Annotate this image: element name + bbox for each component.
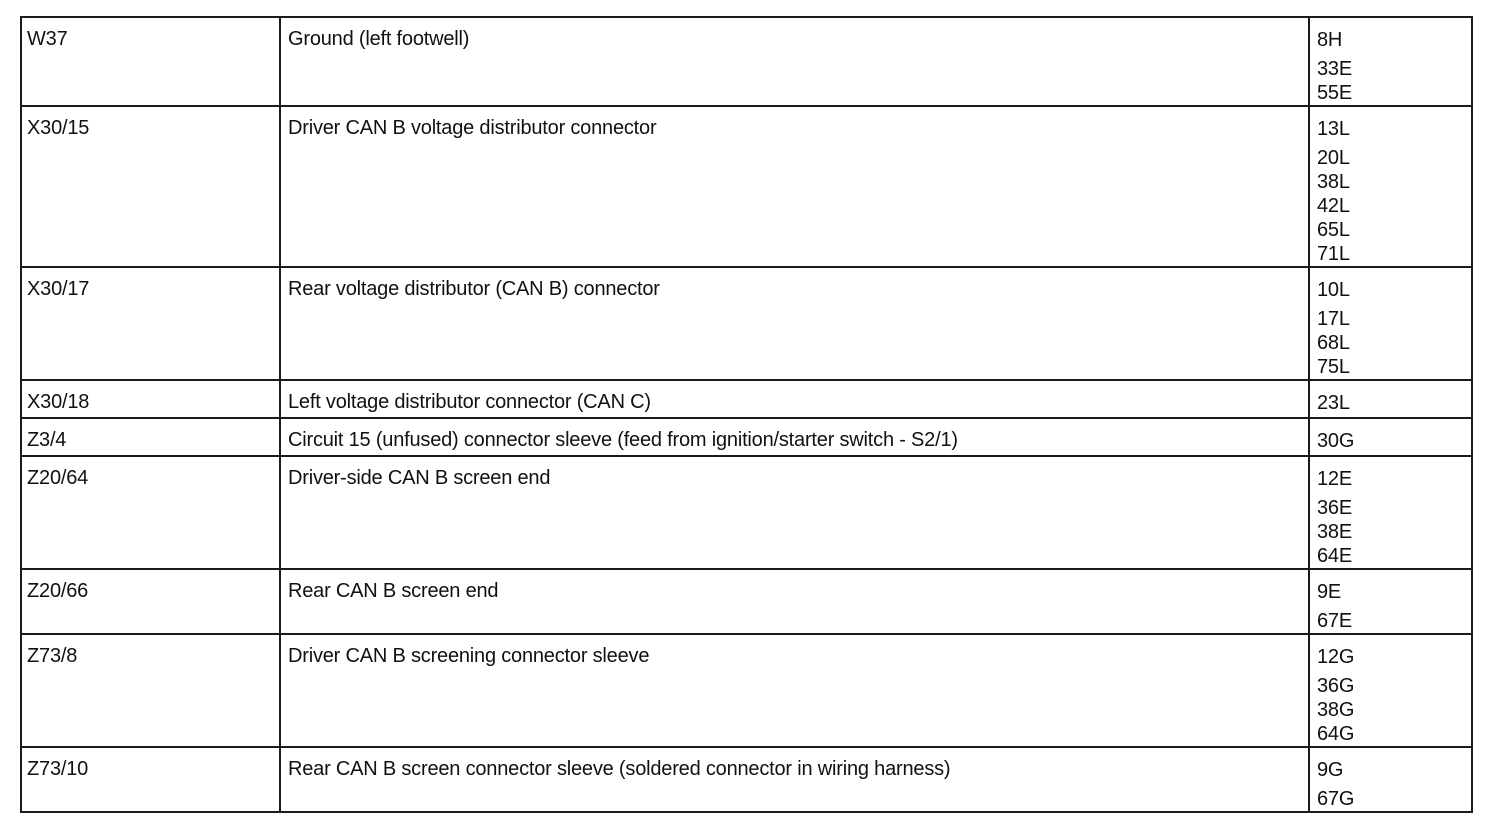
- grid-reference: 8H: [1317, 29, 1343, 51]
- grid-reference: 75L: [1317, 356, 1350, 378]
- grid-reference: 12E: [1317, 468, 1352, 490]
- component-code: Z73/8: [20, 633, 281, 748]
- grid-reference: 64E: [1317, 545, 1352, 567]
- component-description: Left voltage distributor connector (CAN …: [279, 379, 1310, 419]
- component-description: Circuit 15 (unfused) connector sleeve (f…: [279, 417, 1310, 457]
- grid-reference: 13L: [1317, 118, 1350, 140]
- grid-reference: 64G: [1317, 723, 1355, 745]
- component-description: Rear voltage distributor (CAN B) connect…: [279, 266, 1310, 381]
- grid-reference: 12G: [1317, 646, 1355, 668]
- component-code: X30/15: [20, 105, 281, 268]
- component-code: Z20/64: [20, 455, 281, 570]
- component-description: Driver CAN B screening connector sleeve: [279, 633, 1310, 748]
- grid-reference: 30G: [1317, 430, 1355, 452]
- grid-reference: 67G: [1317, 788, 1355, 810]
- grid-reference: 36E: [1317, 497, 1352, 519]
- grid-reference: 9E: [1317, 581, 1342, 603]
- grid-reference: 9G: [1317, 759, 1344, 781]
- component-description: Rear CAN B screen end: [279, 568, 1310, 635]
- grid-reference: 38E: [1317, 521, 1352, 543]
- grid-reference: 33E: [1317, 58, 1352, 80]
- grid-reference: 38G: [1317, 699, 1355, 721]
- grid-reference: 36G: [1317, 675, 1355, 697]
- grid-reference: 71L: [1317, 243, 1350, 265]
- component-description: Rear CAN B screen connector sleeve (sold…: [279, 746, 1310, 813]
- grid-reference: 68L: [1317, 332, 1350, 354]
- grid-reference: 42L: [1317, 195, 1350, 217]
- component-code: Z20/66: [20, 568, 281, 635]
- grid-reference: 38L: [1317, 171, 1350, 193]
- grid-references: 23L: [1308, 379, 1473, 419]
- grid-reference: 67E: [1317, 610, 1352, 632]
- component-description: Ground (left footwell): [279, 16, 1310, 107]
- component-code: Z3/4: [20, 417, 281, 457]
- grid-reference: 65L: [1317, 219, 1350, 241]
- grid-reference: 17L: [1317, 308, 1350, 330]
- grid-reference: 23L: [1317, 392, 1350, 414]
- component-description: Driver-side CAN B screen end: [279, 455, 1310, 570]
- grid-reference: 20L: [1317, 147, 1350, 169]
- component-description: Driver CAN B voltage distributor connect…: [279, 105, 1310, 268]
- component-code: Z73/10: [20, 746, 281, 813]
- grid-references: 30G: [1308, 417, 1473, 457]
- grid-reference: 10L: [1317, 279, 1350, 301]
- grid-reference: 55E: [1317, 82, 1352, 104]
- component-code: X30/17: [20, 266, 281, 381]
- component-code: X30/18: [20, 379, 281, 419]
- component-code: W37: [20, 16, 281, 107]
